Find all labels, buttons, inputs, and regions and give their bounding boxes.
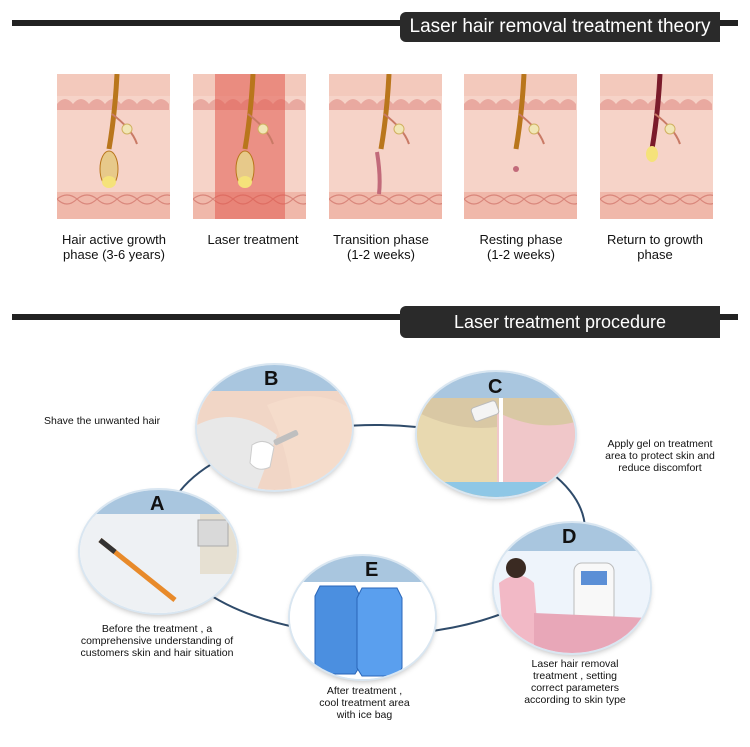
step-a-consultation-image — [80, 490, 237, 613]
phase-caption-2: Laser treatment — [207, 232, 299, 247]
phase-illustration-2 — [192, 73, 314, 219]
phase-illustration-1 — [56, 73, 178, 219]
theory-section-bar — [12, 20, 738, 26]
step-e-letter: E — [365, 559, 379, 581]
phase-illustration-4 — [463, 73, 585, 219]
step-b-letter: B — [264, 368, 279, 390]
step-d-laser-image — [494, 523, 650, 653]
step-b-shaving-image — [197, 365, 352, 490]
step-e-ice-bag-image — [290, 556, 435, 679]
theory-section-title: Laser hair removal treatment theory — [400, 12, 720, 42]
phase-illustration-5 — [599, 73, 721, 219]
step-c-letter: C — [488, 376, 503, 398]
step-d-letter: D — [562, 526, 577, 548]
procedure-section-title: Laser treatment procedure — [400, 306, 720, 338]
phase-caption-3: Transition phase(1-2 weeks) — [333, 232, 429, 262]
step-c-gel-image — [417, 372, 575, 497]
phase-illustration-3 — [328, 73, 450, 219]
step-a-letter: A — [150, 493, 165, 515]
phase-caption-4: Resting phase(1-2 weeks) — [479, 232, 563, 262]
step-b-text: Shave the unwanted hair — [44, 415, 161, 427]
procedure-section-bar — [12, 314, 738, 320]
